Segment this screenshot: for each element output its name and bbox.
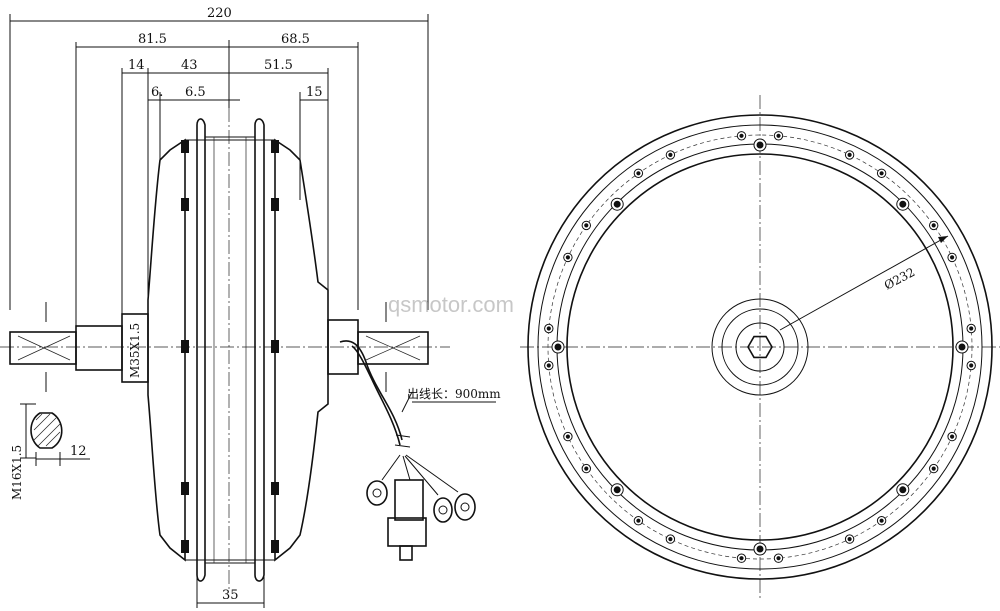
rim-hole-center <box>636 171 641 176</box>
axle-thread-label: M16X1.5 <box>10 445 24 500</box>
rim-hole-center <box>636 518 641 523</box>
rim-hole-center <box>739 556 744 561</box>
rim-hole-center <box>668 152 673 157</box>
dim-overall-width: 220 <box>207 6 232 21</box>
rim-hole-center <box>969 363 974 368</box>
dimension-labels: 220 81.5 68.5 14 43 51.5 6. 6.5 15 35 <box>128 6 323 603</box>
mount-bolt-center <box>554 343 562 351</box>
dim-rim-half: 6.5 <box>185 85 206 100</box>
axle-flat-label: 12 <box>70 444 87 459</box>
dim-center-to-right: 51.5 <box>264 58 293 73</box>
dim-right-half: 68.5 <box>281 32 310 47</box>
rim-hole-center <box>546 326 551 331</box>
dim-left-flange: 14 <box>128 58 145 73</box>
rim-hole-center <box>950 434 955 439</box>
outer-rim-circle <box>527 114 993 580</box>
rim-hole-center <box>565 255 571 260</box>
bolt-ring <box>544 131 976 563</box>
side-view: 220 81.5 68.5 14 43 51.5 6. 6.5 15 35 M3… <box>0 6 501 608</box>
mount-bolt-center <box>899 486 907 494</box>
watermark-text: qsmotor.com <box>388 292 514 317</box>
mount-bolt-center <box>613 486 621 494</box>
mount-bolt-center <box>756 545 764 553</box>
rim-hole-center <box>847 537 852 542</box>
dim-left-to-center: 43 <box>181 58 198 73</box>
rim-hole-center <box>847 152 852 157</box>
dim-rim-width: 35 <box>222 588 239 603</box>
motor-body <box>147 118 329 582</box>
shaft-thread-label: M35X1.5 <box>128 323 142 378</box>
cable-length-note: 出线长：900mm <box>407 387 501 401</box>
rim-hole-center <box>969 326 974 331</box>
dim-right-flange: 15 <box>306 85 323 100</box>
hub-outer <box>711 298 809 396</box>
rim-hole-center <box>931 223 936 228</box>
rim-hole-center <box>931 466 936 471</box>
rim-hole-center <box>739 133 744 138</box>
rim-hole-center <box>584 466 589 471</box>
rim-hole-center <box>879 518 884 523</box>
rim-hole-center <box>950 255 955 260</box>
hex-axle <box>747 335 773 359</box>
mount-bolt-center <box>756 141 764 149</box>
mount-bolt-center <box>958 343 966 351</box>
rim-hole-center <box>879 171 884 176</box>
rim-hole-center <box>668 537 673 542</box>
dim-rim-offset-left: 6. <box>151 85 163 100</box>
axle-section-detail: 12 M16X1.5 <box>10 403 90 500</box>
diameter-label: Ø232 <box>882 265 917 293</box>
rim-hole-center <box>776 133 781 138</box>
dim-left-half: 81.5 <box>138 32 167 47</box>
rim-hole-center <box>546 363 551 368</box>
dimension-lines <box>9 14 429 608</box>
front-view: Ø232 <box>520 95 1000 600</box>
rim-hole-center <box>584 223 589 228</box>
cable-harness: 出线长：900mm <box>339 340 501 561</box>
mount-bolt-center <box>613 200 621 208</box>
mount-bolt-center <box>899 200 907 208</box>
left-axle: M35X1.5 <box>9 302 149 392</box>
rim-hole-center <box>565 434 571 439</box>
rim-hole-center <box>776 556 781 561</box>
